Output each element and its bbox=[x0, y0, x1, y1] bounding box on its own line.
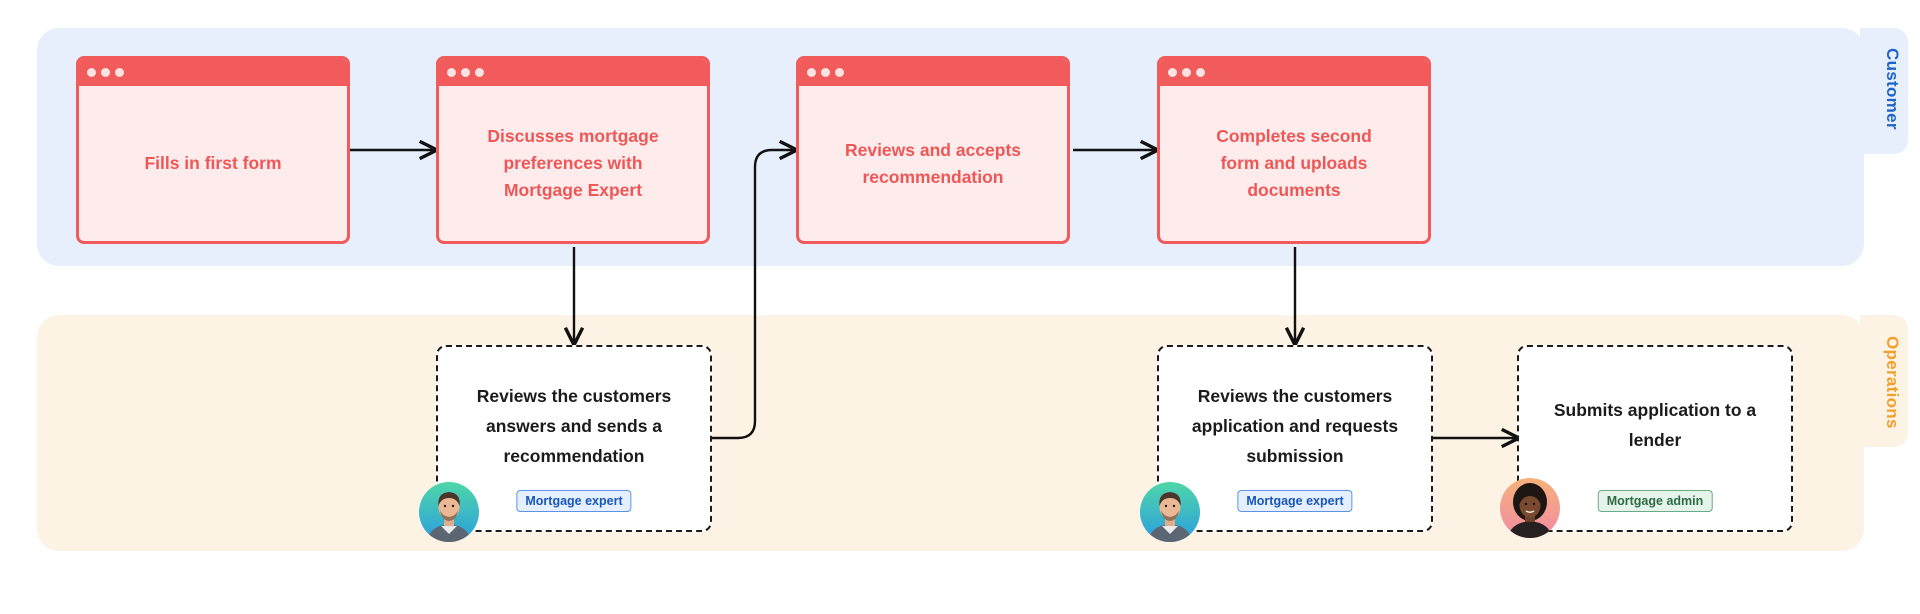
step-label: Reviews the customers application and re… bbox=[1191, 386, 1399, 466]
window-titlebar bbox=[1160, 59, 1428, 86]
window-titlebar bbox=[799, 59, 1067, 86]
window-dot-icon bbox=[807, 68, 816, 77]
step-label: Reviews the customers answers and sends … bbox=[476, 386, 672, 466]
window-titlebar bbox=[439, 59, 707, 86]
role-badge: Mortgage expert bbox=[1237, 490, 1353, 512]
customer-step-accept-recommendation[interactable]: Reviews and accepts recommendation bbox=[796, 56, 1070, 244]
step-label: Reviews and accepts recommendation bbox=[844, 139, 1022, 187]
window-dot-icon bbox=[1196, 68, 1205, 77]
customer-step-fill-first-form[interactable]: Fills in first form bbox=[76, 56, 350, 244]
window-dot-icon bbox=[835, 68, 844, 77]
window-dot-icon bbox=[87, 68, 96, 77]
operations-lane-label: Operations bbox=[1883, 336, 1902, 429]
operations-step-submit-to-lender[interactable]: Submits application to a lender Mortgage… bbox=[1517, 345, 1793, 532]
step-label: Discusses mortgage preferences with Mort… bbox=[487, 126, 659, 200]
step-label: Completes second form and uploads docume… bbox=[1216, 126, 1372, 200]
mortgage-admin-avatar bbox=[1500, 478, 1560, 538]
operations-lane-tab bbox=[1860, 315, 1908, 447]
step-label: Fills in first form bbox=[144, 153, 282, 173]
customer-step-discuss-preferences[interactable]: Discusses mortgage preferences with Mort… bbox=[436, 56, 710, 244]
connector-expert-review-to-accept bbox=[711, 150, 797, 440]
window-dot-icon bbox=[1182, 68, 1191, 77]
window-dot-icon bbox=[447, 68, 456, 77]
customer-lane-label: Customer bbox=[1883, 48, 1902, 130]
operations-step-send-recommendation[interactable]: Reviews the customers answers and sends … bbox=[436, 345, 712, 532]
window-dot-icon bbox=[1168, 68, 1177, 77]
customer-lane-tab bbox=[1860, 28, 1908, 154]
step-label: Submits application to a lender bbox=[1553, 400, 1757, 450]
mortgage-expert-avatar bbox=[419, 482, 479, 542]
window-titlebar bbox=[79, 59, 347, 86]
role-badge: Mortgage expert bbox=[516, 490, 632, 512]
role-badge: Mortgage admin bbox=[1597, 490, 1713, 512]
operations-step-request-submission[interactable]: Reviews the customers application and re… bbox=[1157, 345, 1433, 532]
customer-step-second-form[interactable]: Completes second form and uploads docume… bbox=[1157, 56, 1431, 244]
window-dot-icon bbox=[461, 68, 470, 77]
window-dot-icon bbox=[821, 68, 830, 77]
window-dot-icon bbox=[101, 68, 110, 77]
window-dot-icon bbox=[115, 68, 124, 77]
window-dot-icon bbox=[475, 68, 484, 77]
mortgage-expert-avatar bbox=[1140, 482, 1200, 542]
